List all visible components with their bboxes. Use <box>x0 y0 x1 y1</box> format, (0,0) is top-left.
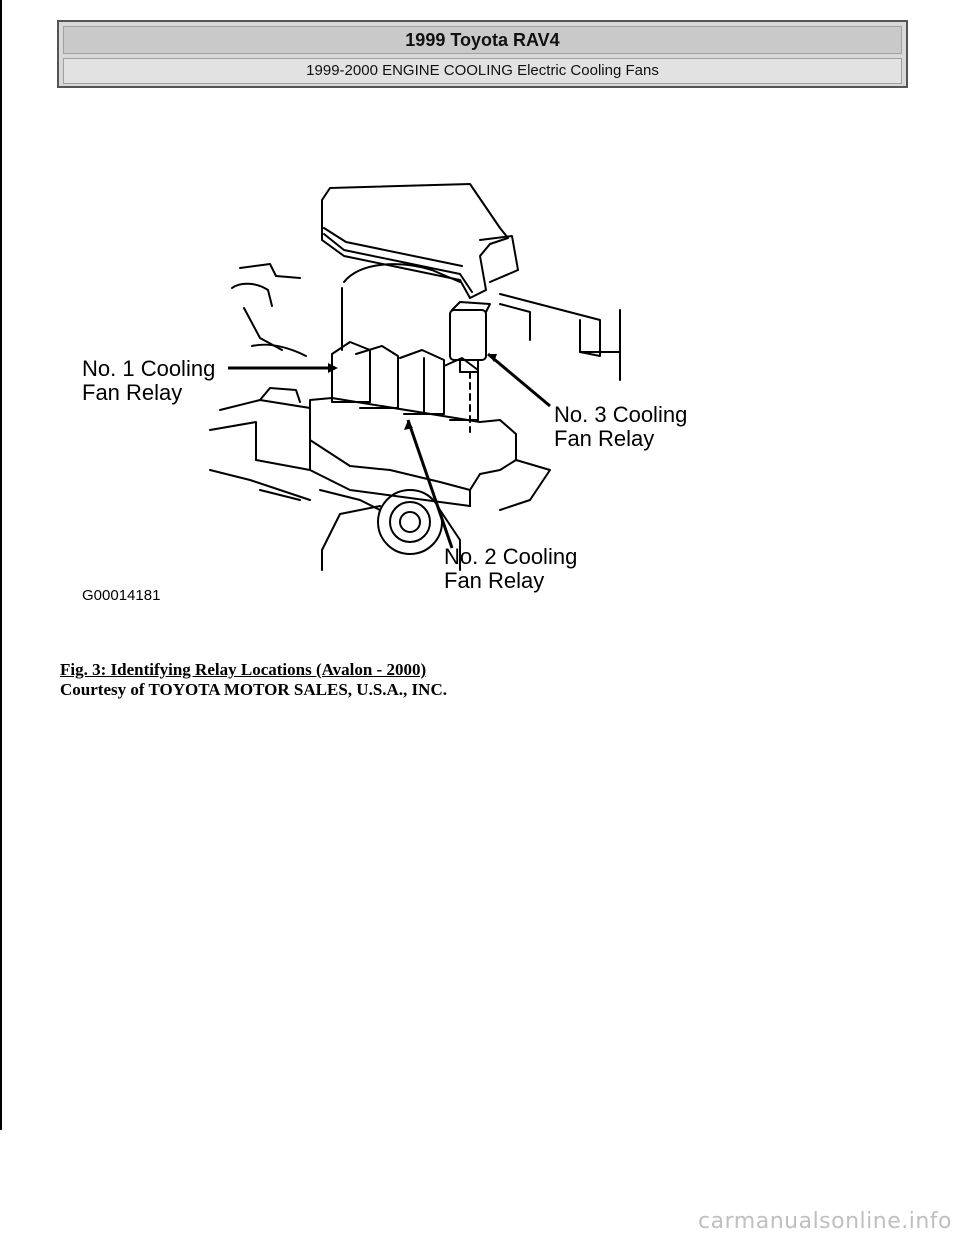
relay-3-label-line1: No. 3 Cooling <box>554 402 687 427</box>
header-title: 1999 Toyota RAV4 <box>63 26 902 54</box>
relay-1-label-line1: No. 1 Cooling <box>82 356 215 381</box>
figure-id: G00014181 <box>82 587 160 604</box>
relay-location-figure: No. 1 Cooling Fan Relay No. 3 Cooling Fa… <box>60 170 700 630</box>
page-header: 1999 Toyota RAV4 1999-2000 ENGINE COOLIN… <box>57 20 908 88</box>
relay-3-body <box>449 309 487 361</box>
relay-2-body <box>399 349 445 415</box>
pulley <box>377 489 443 555</box>
page-left-rule <box>0 0 2 1130</box>
watermark-url: carmanualsonline.info <box>698 1209 952 1234</box>
relay-1-body <box>331 341 371 403</box>
engine-housing-outline <box>343 263 461 283</box>
relay-block-base <box>309 397 517 491</box>
relay-diagram: No. 1 Cooling Fan Relay No. 3 Cooling Fa… <box>82 183 687 604</box>
relay-1b-body <box>355 345 399 409</box>
relay-3-label-line2: Fan Relay <box>554 426 654 451</box>
header-subtitle: 1999-2000 ENGINE COOLING Electric Coolin… <box>63 58 902 84</box>
caption-title: Fig. 3: Identifying Relay Locations (Ava… <box>60 660 427 679</box>
relay-box-cover <box>321 183 509 299</box>
caption-credit: Courtesy of TOYOTA MOTOR SALES, U.S.A., … <box>60 680 447 699</box>
leader-relay-2 <box>406 419 454 549</box>
leader-relay-3 <box>487 352 551 408</box>
figure-caption: Fig. 3: Identifying Relay Locations (Ava… <box>60 660 447 700</box>
relay-2-label-line2: Fan Relay <box>444 568 544 593</box>
relay-2-label-line1: No. 2 Cooling <box>444 544 577 569</box>
relay-1-label-line2: Fan Relay <box>82 380 182 405</box>
